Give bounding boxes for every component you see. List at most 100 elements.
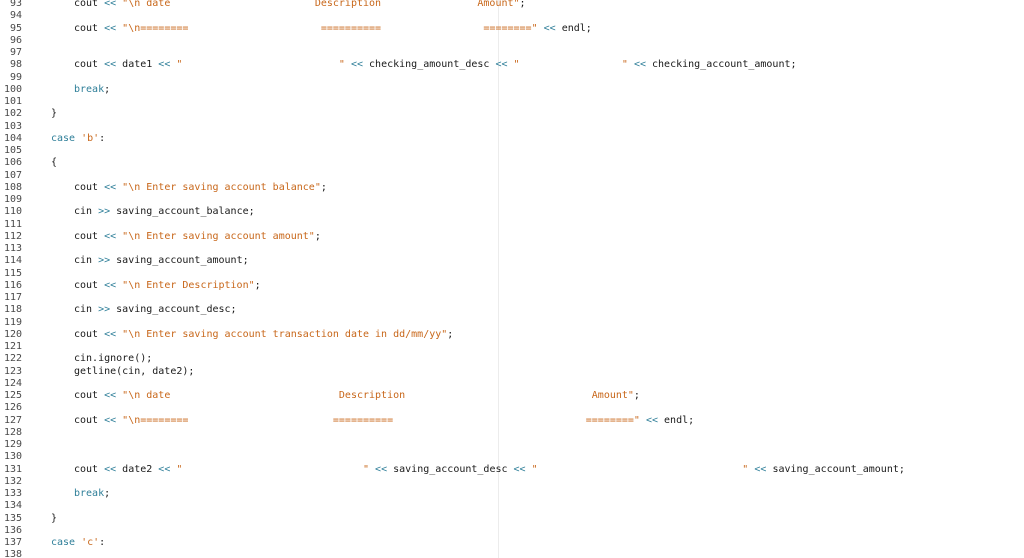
line-code: break; — [74, 84, 110, 96]
code-line[interactable]: 93 cout << "\n date Description Amount"; — [0, 0, 1024, 10]
code-token: cout — [74, 279, 105, 291]
code-token: << — [104, 181, 123, 193]
code-token: ; — [104, 488, 111, 499]
code-line[interactable]: 129 — [0, 439, 1024, 451]
code-line[interactable]: 108 cout << "\n Enter saving account bala… — [0, 182, 1024, 194]
code-token: cin.ignore(); — [74, 353, 153, 365]
code-line[interactable]: 132 — [0, 476, 1024, 488]
code-line[interactable]: 96 — [0, 35, 1024, 47]
line-code: cout << "\n Enter saving account amount"… — [74, 231, 321, 243]
code-token: cin — [74, 206, 99, 218]
code-token: cout — [74, 22, 105, 34]
code-line[interactable]: 136 — [0, 525, 1024, 537]
line-number: 108 — [3, 181, 22, 193]
code-token: { — [51, 157, 58, 169]
code-token: "\n Enter saving account balance" — [122, 181, 321, 193]
code-line[interactable]: 126 — [0, 402, 1024, 414]
code-line[interactable]: 123 getline(cin, date2); — [0, 366, 1024, 378]
code-token: ; — [519, 0, 526, 9]
code-line[interactable]: 97 — [0, 47, 1024, 59]
code-token: << — [645, 414, 659, 426]
code-token: << — [495, 59, 514, 71]
code-line[interactable]: 94 — [0, 10, 1024, 22]
code-line[interactable]: 117 — [0, 292, 1024, 304]
line-code: cout << "\n date Description Amount"; — [74, 390, 640, 402]
code-line[interactable]: 107 — [0, 170, 1024, 182]
code-line[interactable]: 138 — [0, 549, 1024, 558]
line-number: 132 — [3, 475, 22, 487]
code-line[interactable]: 103 — [0, 121, 1024, 133]
code-token: << — [104, 390, 123, 401]
code-token: "\n======== ========== ========" — [122, 22, 538, 34]
code-token: ; — [254, 279, 261, 291]
code-line[interactable]: 101 — [0, 96, 1024, 108]
line-number: 119 — [3, 316, 22, 328]
code-token: cout — [74, 181, 105, 193]
line-number: 125 — [3, 390, 22, 401]
line-number: 97 — [9, 47, 22, 58]
code-line[interactable]: 130 — [0, 451, 1024, 463]
code-line[interactable]: 113 — [0, 243, 1024, 255]
code-token: " " — [531, 463, 749, 475]
code-token: ; — [104, 83, 111, 95]
code-line[interactable]: 106 { — [0, 157, 1024, 169]
line-number: 113 — [3, 243, 22, 254]
code-token: << — [104, 463, 123, 475]
code-token: cout — [74, 0, 105, 9]
code-line[interactable]: 124 — [0, 378, 1024, 390]
code-line[interactable]: 125 cout << "\n date Description Amount"; — [0, 390, 1024, 402]
code-line[interactable]: 115 — [0, 268, 1024, 280]
code-line[interactable]: 105 — [0, 145, 1024, 157]
line-code: cout << "\n date Description Amount"; — [74, 0, 526, 10]
code-token: : — [99, 132, 106, 144]
code-token: cin — [74, 304, 99, 316]
line-number: 93 — [9, 0, 22, 9]
code-token: ; — [633, 390, 640, 401]
line-code: cout << date2 << " " << saving_account_d… — [74, 464, 905, 476]
line-number: 117 — [3, 292, 22, 303]
code-token: << — [104, 279, 123, 291]
line-number: 104 — [3, 132, 22, 144]
line-number: 135 — [3, 512, 22, 524]
line-number: 137 — [3, 537, 22, 548]
code-line[interactable]: 128 — [0, 427, 1024, 439]
code-line[interactable]: 111 — [0, 219, 1024, 231]
code-line[interactable]: 99 — [0, 72, 1024, 84]
line-number: 106 — [3, 157, 22, 169]
line-number: 123 — [3, 365, 22, 377]
code-token: "\n Enter saving account transaction dat… — [122, 328, 448, 340]
code-token: endl; — [555, 22, 592, 34]
code-line[interactable]: 121 — [0, 341, 1024, 353]
code-line[interactable]: 135} — [0, 513, 1024, 525]
code-token: saving_account_amount; — [116, 255, 249, 267]
code-token: << — [543, 22, 556, 34]
code-line[interactable]: 102} — [0, 108, 1024, 120]
code-token: ; — [314, 230, 321, 242]
code-line[interactable]: 134 — [0, 500, 1024, 512]
code-token: cout — [74, 59, 105, 71]
code-token: cin — [74, 255, 99, 267]
line-code: cout << "\n Enter saving account transac… — [74, 329, 453, 341]
code-token: getline(cin, date2); — [74, 365, 195, 377]
code-line[interactable]: 119 — [0, 317, 1024, 329]
code-line[interactable]: 109 — [0, 194, 1024, 206]
code-token: cout — [74, 390, 105, 401]
code-token: "\n date Description Amount" — [122, 0, 520, 9]
line-code: cin.ignore(); — [74, 353, 152, 365]
